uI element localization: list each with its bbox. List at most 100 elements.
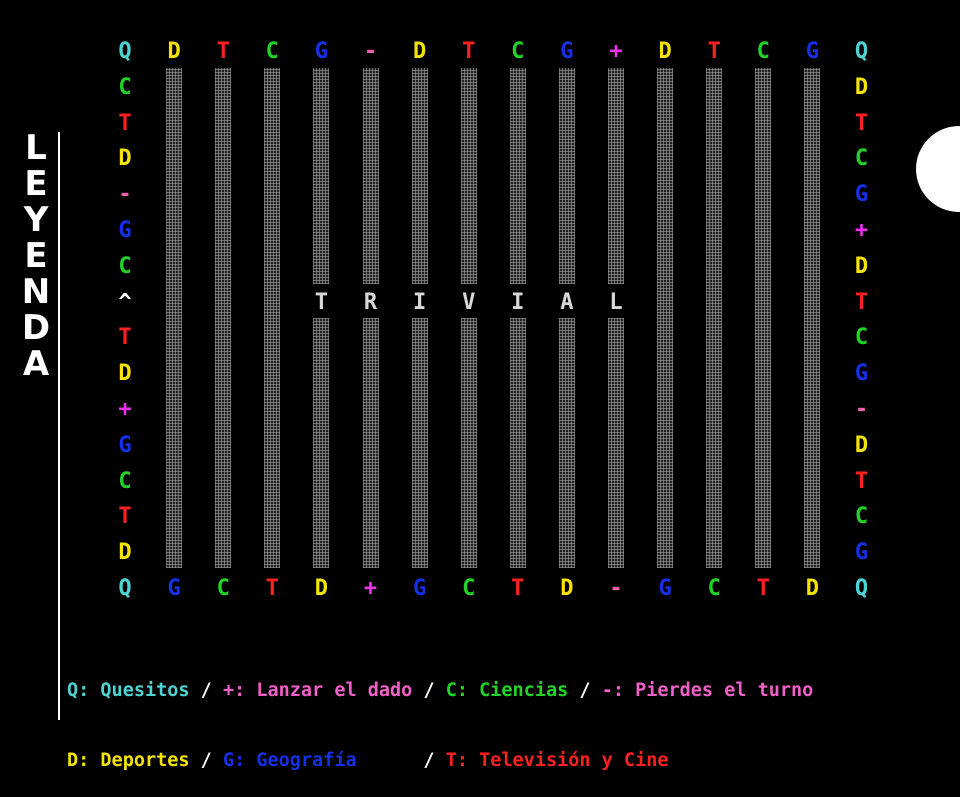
legend-title-letter: Y xyxy=(23,200,49,240)
board-cell-right: D xyxy=(854,74,869,100)
board-track xyxy=(509,68,526,284)
board-cell-right: G xyxy=(854,182,869,208)
board-cell-left: C xyxy=(118,468,132,494)
board-cell-top: T xyxy=(216,39,230,64)
board-title-letter: I xyxy=(412,289,427,315)
board-cell-left: + xyxy=(118,397,132,422)
board-cell-top: - xyxy=(363,39,378,64)
legend-separator: / xyxy=(189,680,223,701)
board-cell-right: - xyxy=(854,397,869,422)
board-track xyxy=(264,68,281,568)
board-cell-right: T xyxy=(854,468,869,494)
board-cell-top: D xyxy=(167,39,181,64)
board-cell-left: ^ xyxy=(118,289,132,315)
board-cell-left: T xyxy=(118,110,132,136)
board-cell-top: D xyxy=(658,39,672,64)
board-title-letter: V xyxy=(462,289,476,315)
board-cell-left: - xyxy=(118,182,132,208)
board-cell-top: T xyxy=(462,39,476,64)
board-track xyxy=(411,68,428,284)
board-cell-right: C xyxy=(854,325,869,351)
board-cell-left: C xyxy=(118,74,132,100)
board-cell-right: T xyxy=(854,289,869,315)
sidebar-divider xyxy=(58,132,60,720)
board-cell-bottom: D xyxy=(560,576,574,601)
legend-title-letter: D xyxy=(21,308,51,348)
board-cell-top: C xyxy=(756,39,770,64)
board-cell-right: T xyxy=(854,110,869,136)
board-cell-right: C xyxy=(854,504,869,530)
board-title-letter: L xyxy=(609,289,623,315)
board-cell-bottom: G xyxy=(167,576,181,601)
board-track xyxy=(558,68,575,284)
board-cell-bottom: C xyxy=(462,576,476,601)
board-track xyxy=(215,68,232,568)
board-cell-top: G xyxy=(805,39,820,64)
legend: Q: Quesitos / +: Lanzar el dado / C: Cie… xyxy=(67,636,813,797)
board-track xyxy=(509,318,526,568)
legend-title-letter: L xyxy=(25,128,47,168)
board-track xyxy=(460,68,477,284)
board-cell-bottom: G xyxy=(412,576,427,601)
board-cell-right: C xyxy=(854,146,869,172)
board-cell-bottom: T xyxy=(756,576,770,601)
board-cell-bottom: D xyxy=(314,576,329,601)
legend-row-1: Q: Quesitos / +: Lanzar el dado / C: Cie… xyxy=(67,678,813,706)
board-cell-bottom: G xyxy=(658,576,672,601)
legend-title-letter: A xyxy=(22,344,50,384)
board-title-letter: T xyxy=(314,289,329,315)
legend-separator: / xyxy=(412,680,446,701)
board-cell-left: C xyxy=(118,253,132,279)
board-track xyxy=(460,318,477,568)
board-cell-left: G xyxy=(118,218,132,243)
board-cell-left: T xyxy=(118,325,132,351)
legend-separator: / xyxy=(356,750,446,771)
legend-entry: T: Televisión y Cine xyxy=(445,750,669,771)
board-cell-top: Q xyxy=(118,39,132,64)
legend-title-letter: N xyxy=(21,272,51,312)
board-cell-left: D xyxy=(118,361,132,387)
board-cell-top: D xyxy=(412,39,427,64)
board-cell-bottom: D xyxy=(805,576,820,601)
board-track xyxy=(657,68,674,568)
legend-entry: +: Lanzar el dado xyxy=(222,680,413,701)
board-title-letter: A xyxy=(560,289,574,315)
board-cell-bottom: Q xyxy=(854,576,869,601)
board-title-letter: I xyxy=(511,289,525,315)
legend-entry: D: Deportes xyxy=(67,750,190,771)
board-cell-bottom: T xyxy=(265,576,279,601)
board-cell-top: G xyxy=(560,39,574,64)
board-cell-left: G xyxy=(118,432,132,458)
board-cell-top: T xyxy=(707,39,721,64)
legend-separator: / xyxy=(568,680,602,701)
board-cell-right: D xyxy=(854,432,869,458)
board-cell-right: G xyxy=(854,540,869,566)
board-cell-left: T xyxy=(118,504,132,530)
board-cell-bottom: C xyxy=(216,576,230,601)
board-cell-top: G xyxy=(314,39,329,64)
board-cell-bottom: + xyxy=(363,576,378,601)
legend-entry: C: Ciencias xyxy=(445,680,569,701)
board-track xyxy=(558,318,575,568)
board-cell-bottom: C xyxy=(707,576,721,601)
board-track xyxy=(362,318,379,568)
board-track xyxy=(608,68,624,284)
board-cell-bottom: - xyxy=(609,576,623,601)
board-track xyxy=(706,68,723,568)
board-cell-left: D xyxy=(118,146,132,172)
legend-entry: Q: Quesitos xyxy=(67,680,190,701)
legend-entry: -: Pierdes el turno xyxy=(601,680,814,701)
board-cell-top: C xyxy=(511,39,525,64)
legend-title-letter: E xyxy=(24,236,48,276)
board-cell-left: D xyxy=(118,540,132,566)
board-cell-bottom: Q xyxy=(118,576,132,601)
board-track xyxy=(608,318,624,568)
board-cell-right: G xyxy=(854,361,869,387)
board-track xyxy=(362,68,379,284)
board-track xyxy=(411,318,428,568)
board-cell-right: + xyxy=(854,218,869,243)
legend-entry: G: Geografía xyxy=(222,750,357,771)
board-cell-right: D xyxy=(854,253,869,279)
board-track xyxy=(313,68,330,284)
